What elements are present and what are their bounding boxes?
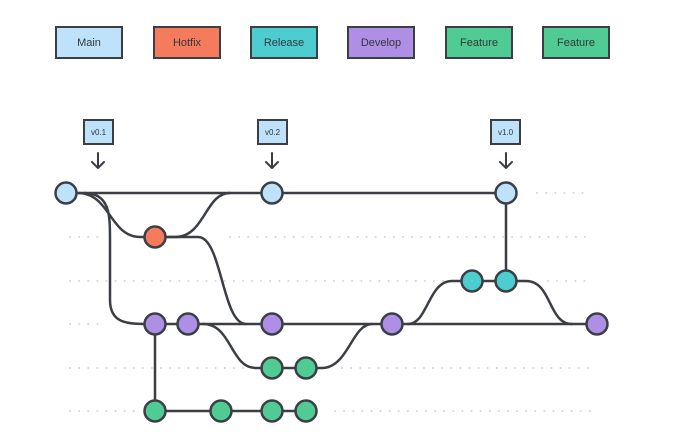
branch-lines [64,191,599,413]
legend-release: Release [250,26,318,59]
legend-feature-1: Feature [445,26,513,59]
commit-main-v02 [260,181,284,205]
legend-develop: Develop [347,26,415,59]
tag-v01-label: v0.1 [91,128,107,137]
commit-develop-1 [143,312,167,336]
commit-develop-4 [380,312,404,336]
commit-feature1-1 [260,356,284,380]
commit-feature2-4 [294,399,318,423]
legend-release-label: Release [263,36,305,49]
tag-v02-box [257,119,288,145]
commit-feature2-3 [260,399,284,423]
tag-v10: v1.0 [490,119,521,145]
release-branch [406,279,574,326]
commit-main-v01 [54,181,78,205]
lane-guides [69,192,593,412]
tag-v02: v0.2 [257,119,288,145]
hotfix-to-develop [166,235,248,326]
legend-main-label: Main [77,36,101,49]
arrow-v01 [91,152,105,169]
commit-develop-5 [585,312,609,336]
legend-feature-1-label: Feature [460,36,498,49]
tag-v01: v0.1 [83,119,114,145]
commit-hotfix [143,225,167,249]
tag-arrows [91,152,513,169]
tag-v02-label: v0.2 [265,128,281,137]
commit-feature2-2 [209,399,233,423]
hotfix-branch [76,191,232,239]
legend-hotfix-label: Hotfix [172,36,202,49]
tag-v01-box [83,119,114,145]
commit-develop-3 [260,312,284,336]
commit-feature2-1 [143,399,167,423]
legend-main: Main [55,26,123,59]
arrow-v10 [499,152,513,169]
feature-1-branch [201,322,374,370]
commit-nodes [54,181,609,423]
tag-v10-box [490,119,521,145]
legend-feature-2: Feature [542,26,610,59]
legend-develop-label: Develop [360,36,402,49]
legend-hotfix: Hotfix [153,26,221,59]
tag-v10-label: v1.0 [498,128,514,137]
commit-release-1 [460,269,484,293]
commit-release-2 [494,269,518,293]
arrow-v02 [265,152,279,169]
commit-feature1-2 [294,356,318,380]
commit-main-v10 [494,181,518,205]
commit-develop-2 [176,312,200,336]
branch-legend: Main Hotfix Release Develop Feature Feat… [0,26,687,62]
legend-feature-2-label: Feature [557,36,595,49]
develop-branch [82,191,152,326]
